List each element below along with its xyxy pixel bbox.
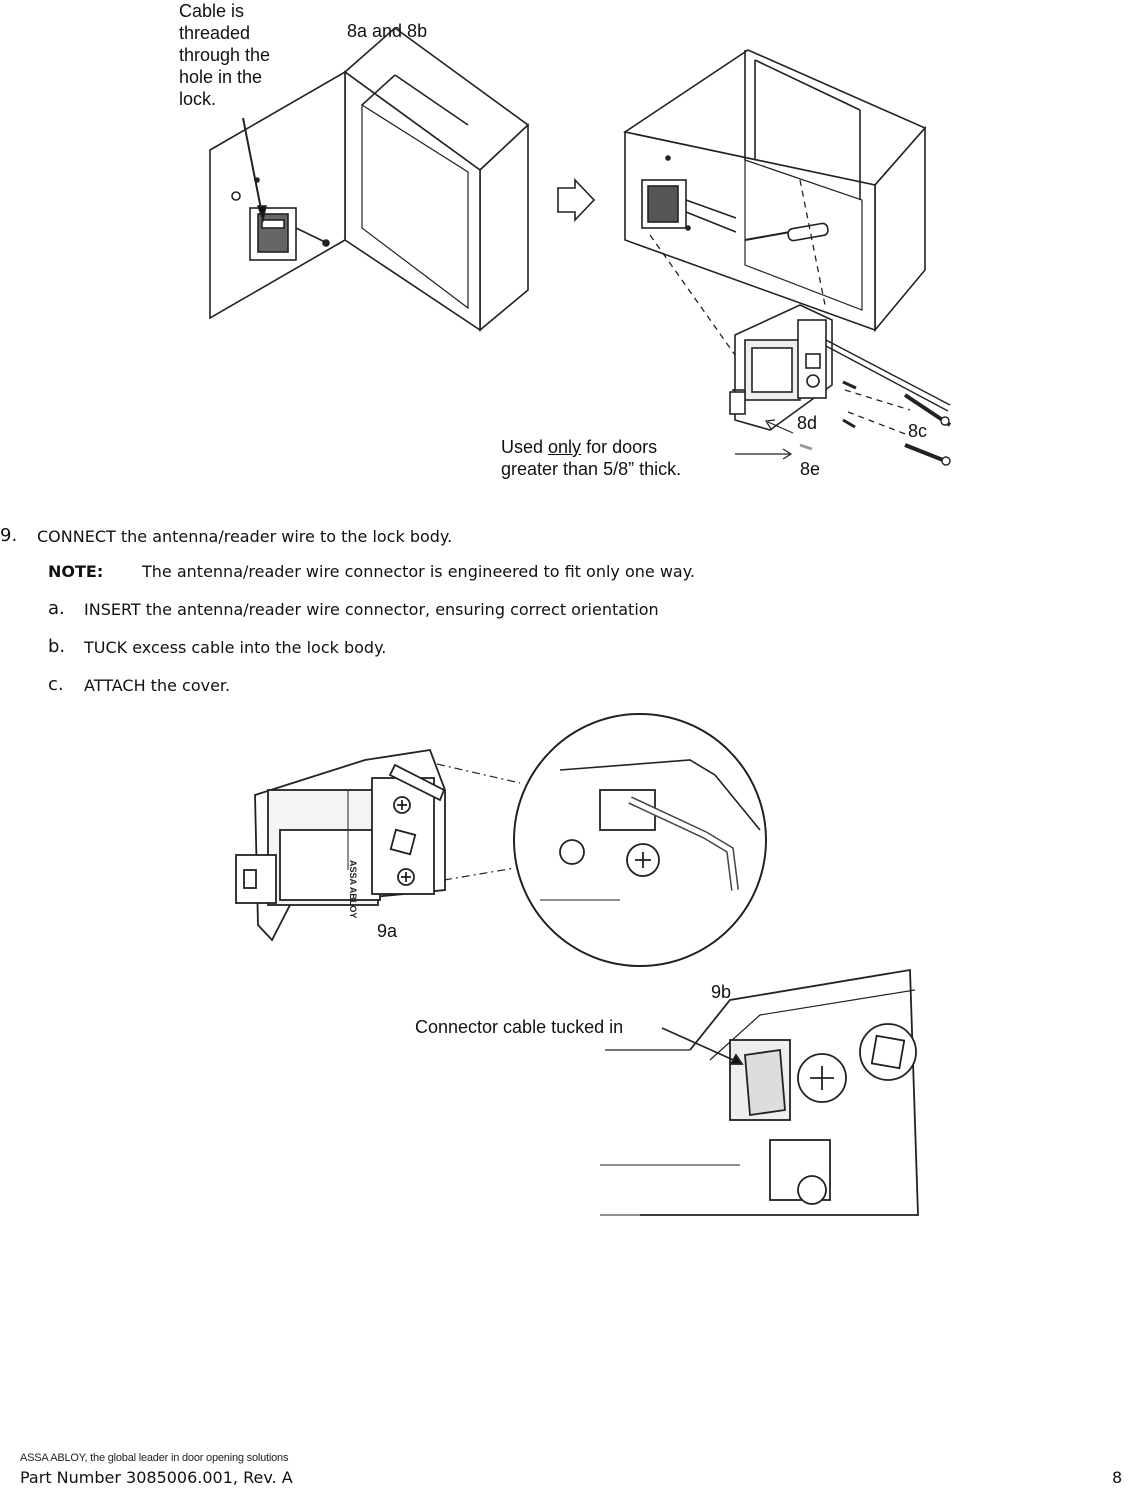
page-number: 8 bbox=[1112, 1468, 1123, 1487]
step-number: 9. bbox=[0, 525, 18, 546]
substep-a-text: INSERT the antenna/reader wire connector… bbox=[84, 600, 659, 619]
substep-c-text: ATTACH the cover. bbox=[84, 676, 231, 695]
substep-letter: a. bbox=[48, 598, 65, 619]
screws-drawing bbox=[799, 339, 952, 466]
substep-b: b. bbox=[48, 636, 65, 657]
enlarged-lock-drawing bbox=[729, 304, 833, 431]
substep-letter: b. bbox=[48, 636, 66, 657]
label-8c: 8c bbox=[908, 421, 928, 441]
figure-8-illustration bbox=[209, 26, 952, 466]
label-8a-8b: 8a and 8b bbox=[347, 21, 428, 41]
note-label: NOTE: bbox=[48, 562, 104, 581]
closeup-9b-drawing bbox=[600, 968, 919, 1216]
thick-door-note-line2: greater than 5/8” thick. bbox=[501, 459, 682, 479]
cable-threaded-note: Cable is threaded through the hole in th… bbox=[179, 0, 270, 110]
substep-a: a. bbox=[48, 598, 65, 619]
right-cabinet-drawing bbox=[622, 49, 927, 333]
label-8e: 8e bbox=[800, 459, 821, 479]
screwdriver-drawing bbox=[744, 222, 829, 242]
cable-note-line: through the bbox=[179, 45, 271, 65]
right-lock-drawing bbox=[641, 179, 737, 233]
footer-brand: ASSA ABLOY, the global leader in door op… bbox=[20, 1452, 289, 1464]
thick-door-note: Used only for doors greater than 5/8” th… bbox=[501, 436, 681, 480]
cable-note-line: threaded bbox=[179, 23, 251, 43]
left-cabinet-drawing bbox=[209, 26, 530, 332]
substep-letter: c. bbox=[48, 674, 64, 695]
cable-note-line: Cable is bbox=[179, 1, 245, 21]
thick-door-note-line1: Used only for doors bbox=[501, 437, 658, 457]
substep-c: c. bbox=[48, 674, 64, 695]
connector-note: Connector cable tucked in bbox=[415, 1017, 624, 1037]
label-9b: 9b bbox=[711, 982, 732, 1002]
cable-note-line: lock. bbox=[179, 89, 217, 109]
lock-9a-drawing bbox=[235, 748, 446, 942]
magnifier-9a-drawing bbox=[513, 713, 767, 967]
cable-note-line: hole in the bbox=[179, 67, 263, 87]
label-8d: 8d bbox=[797, 413, 818, 433]
substep-b-text: TUCK excess cable into the lock body. bbox=[84, 638, 387, 657]
label-9a: 9a bbox=[377, 921, 398, 941]
footer-part-number: Part Number 3085006.001, Rev. A bbox=[20, 1468, 293, 1487]
only-emphasis: only bbox=[548, 437, 582, 457]
step-text: CONNECT the antenna/reader wire to the l… bbox=[37, 527, 453, 546]
brand-mark-9a: ASSA ABLOY bbox=[348, 860, 358, 918]
note-text: The antenna/reader wire connector is eng… bbox=[142, 562, 695, 581]
